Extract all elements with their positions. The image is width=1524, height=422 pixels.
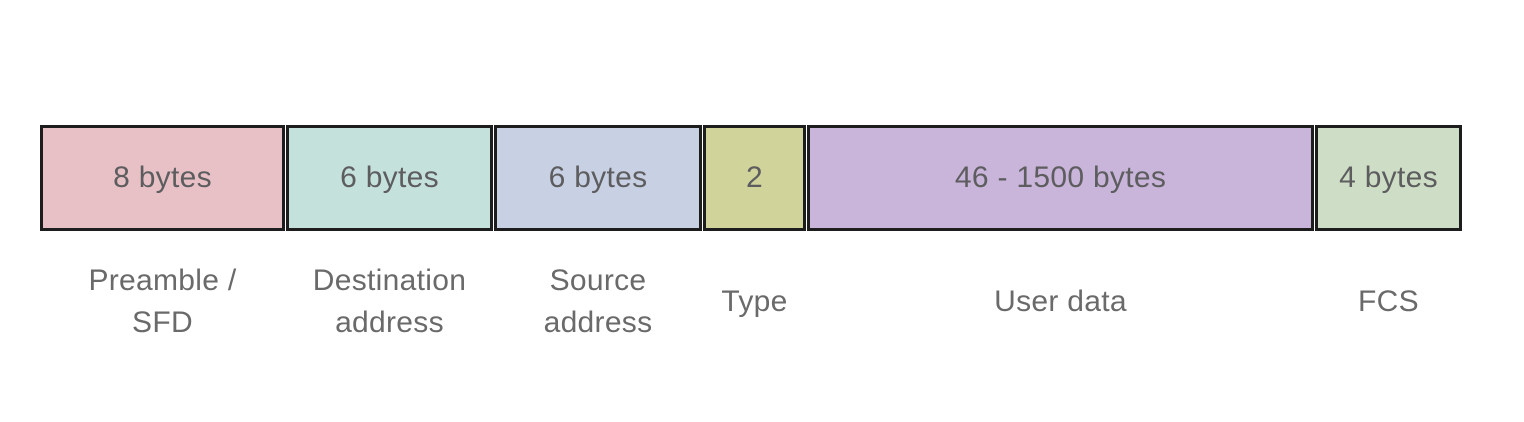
segment-type-label: Type xyxy=(721,285,788,318)
segment-user-data-label: User data xyxy=(994,285,1127,318)
segment-fcs-cell: 4 bytes xyxy=(1315,125,1462,231)
segment-source-address: 6 bytes Source address xyxy=(494,125,702,345)
segment-preamble-cell: 8 bytes xyxy=(40,125,285,231)
segment-fcs: 4 bytes FCS xyxy=(1315,125,1462,345)
segment-destination-address-label: Destination address xyxy=(312,264,467,339)
segment-destination-address: 6 bytes Destination address xyxy=(286,125,493,345)
segment-preamble-label: Preamble / SFD xyxy=(88,264,237,339)
segment-destination-address-cell: 6 bytes xyxy=(286,125,493,231)
segment-source-address-label: Source address xyxy=(543,264,653,339)
segment-user-data-cell: 46 - 1500 bytes xyxy=(807,125,1314,231)
frame-bar: 8 bytes Preamble / SFD 6 bytes Destinati… xyxy=(40,125,1462,345)
segment-fcs-label: FCS xyxy=(1358,285,1419,318)
segment-user-data: 46 - 1500 bytes User data xyxy=(807,125,1314,345)
segment-preamble: 8 bytes Preamble / SFD xyxy=(40,125,285,345)
segment-type: 2 Type xyxy=(703,125,806,345)
segment-source-address-cell: 6 bytes xyxy=(494,125,702,231)
segment-type-cell: 2 xyxy=(703,125,806,231)
